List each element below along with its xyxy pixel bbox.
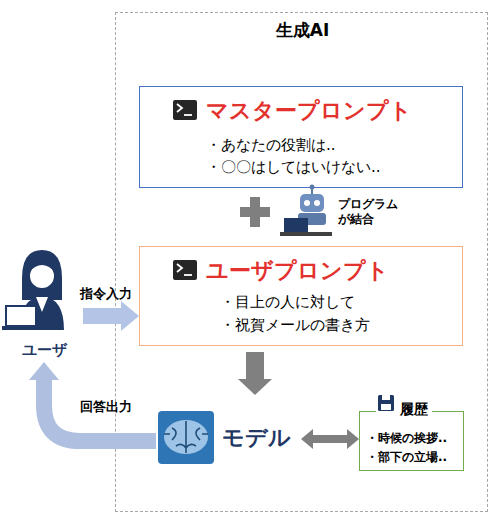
arrow-head	[121, 301, 139, 331]
history-box: 履歴・時候の挨拶..・部下の立場..	[359, 411, 464, 471]
arrow-shaft	[44, 379, 156, 441]
connector	[83, 301, 139, 331]
prompt-box: ユーザプロンプト・目上の人に対して・祝賀メールの書き方	[139, 246, 463, 346]
robot-icon	[280, 185, 332, 237]
actor: ユーザ	[5, 240, 83, 362]
brain-icon-part	[164, 421, 208, 453]
note-label: プログラム が結合	[338, 197, 402, 227]
node-text: ・時候の挨拶..	[366, 430, 464, 446]
user-icon-part	[22, 250, 62, 300]
robot-icon-part	[314, 200, 320, 206]
arrow-shaft	[312, 435, 348, 443]
node-heading: 履歴	[376, 400, 432, 419]
node-text: ・あなたの役割は..	[206, 135, 456, 155]
robot-icon-part	[298, 213, 326, 225]
connector	[301, 429, 359, 449]
node-text: ・〇〇はしてはいけない..	[206, 157, 456, 177]
node-text: ・目上の人に対して	[220, 292, 450, 312]
arrow-head	[238, 379, 272, 395]
node-heading: ユーザプロンプト	[206, 256, 456, 286]
user-icon-part	[6, 306, 36, 326]
robot-icon-part	[311, 188, 313, 194]
node-heading: 生成AI	[116, 19, 489, 42]
arrow-head	[29, 362, 59, 380]
plus-sign	[240, 197, 270, 227]
user-icon	[2, 250, 64, 330]
user-icon-part	[20, 296, 64, 330]
system-boundary: 生成AI マスタープロンプト・あなたの役割は..・〇〇はしてはいけない.. ユーザプ…	[115, 12, 488, 512]
arrow-head	[301, 429, 313, 449]
brain-icon	[158, 411, 214, 464]
user-icon-part	[2, 326, 42, 330]
robot-icon-part	[300, 194, 324, 212]
prompt-box: マスタープロンプト・あなたの役割は..・〇〇はしてはいけない..	[139, 86, 463, 188]
plus-sign-part	[250, 197, 260, 227]
arrow-head	[347, 429, 359, 449]
robot-icon-part	[284, 218, 308, 232]
user-icon-part	[29, 263, 55, 289]
node-heading: モデル	[222, 423, 302, 453]
edge-label: 回答出力	[80, 398, 150, 416]
model-node: モデル	[156, 409, 301, 467]
edge-label: 指令入力	[80, 285, 150, 303]
node-text: ・祝賀メールの書き方	[220, 315, 450, 335]
node-heading: ユーザ	[5, 340, 83, 360]
connector	[238, 352, 272, 395]
robot-icon-part	[304, 200, 310, 206]
node-heading: マスタープロンプト	[206, 96, 456, 126]
arrow-shaft	[246, 352, 264, 380]
node-text: ・部下の立場..	[366, 449, 464, 465]
connector	[29, 362, 156, 441]
brain-icon-part	[164, 420, 208, 454]
arrow-shaft	[83, 308, 122, 324]
user-icon-part	[36, 297, 48, 312]
brain-icon-part	[158, 411, 214, 464]
user-icon-part	[29, 260, 55, 272]
plus-sign-part	[240, 207, 270, 217]
robot-icon-part	[280, 232, 332, 236]
